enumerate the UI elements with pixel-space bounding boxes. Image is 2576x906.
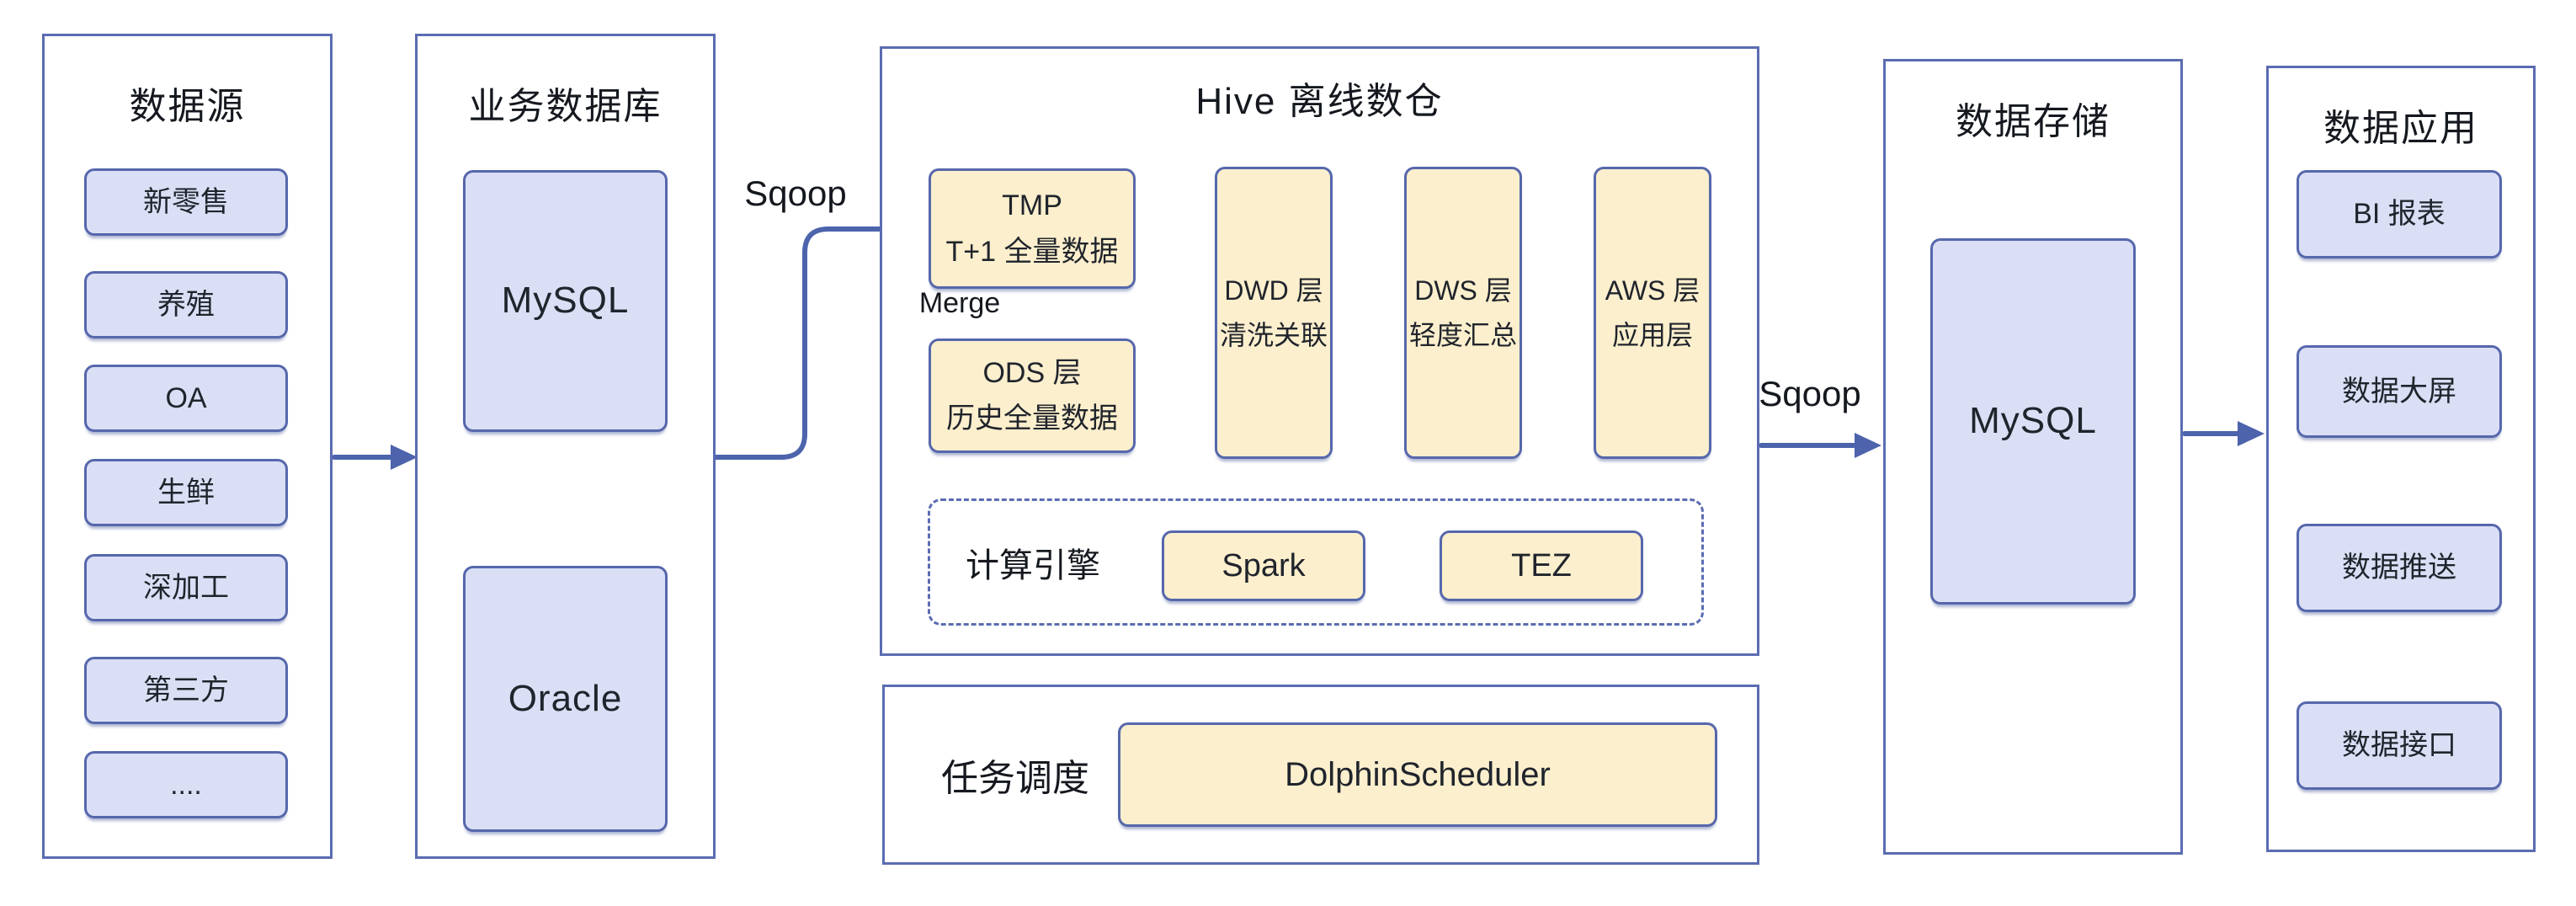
scheduler-label: 任务调度 xyxy=(941,758,1089,799)
apps-title: 数据应用 xyxy=(2323,108,2478,149)
hive-tmp-box: TMP T+1 全量数据 xyxy=(929,168,1136,289)
source-item-shenjiagong: 深加工 xyxy=(84,554,288,621)
data-sources-panel xyxy=(42,34,333,859)
business-db-mysql: MySQL xyxy=(463,170,668,432)
hive-ods-box: ODS 层 历史全量数据 xyxy=(929,338,1136,453)
sqoop-out-label: Sqoop xyxy=(1759,374,1861,413)
app-item-api: 数据接口 xyxy=(2297,701,2502,790)
hive-aws-box: AWS 层 应用层 xyxy=(1594,167,1711,459)
source-item-xinlingshou: 新零售 xyxy=(84,168,288,236)
arrow-businessdb-to-tmp xyxy=(713,226,903,460)
source-item-shengxian: 生鲜 xyxy=(84,459,288,526)
merge-label: Merge xyxy=(918,286,1001,319)
app-item-push: 数据推送 xyxy=(2297,524,2502,612)
hive-dws-box: DWS 层 轻度汇总 xyxy=(1404,167,1522,459)
business-db-title: 业务数据库 xyxy=(468,86,663,127)
storage-mysql-box: MySQL xyxy=(1930,238,2136,605)
storage-title: 数据存储 xyxy=(1956,101,2110,142)
engine-spark-box: Spark xyxy=(1162,530,1365,601)
source-item-disanfang: 第三方 xyxy=(84,657,288,724)
source-item-yangzhi: 养殖 xyxy=(84,271,288,338)
compute-engine-group xyxy=(928,498,1704,626)
business-db-oracle: Oracle xyxy=(463,566,668,832)
app-item-bi-report: BI 报表 xyxy=(2297,170,2502,258)
data-sources-title: 数据源 xyxy=(129,86,246,127)
compute-engine-label: 计算引擎 xyxy=(966,547,1100,584)
app-item-dashboard: 数据大屏 xyxy=(2297,345,2502,438)
source-item-oa: OA xyxy=(84,365,288,432)
hive-dwd-box: DWD 层 清洗关联 xyxy=(1215,167,1333,459)
hive-title: Hive 离线数仓 xyxy=(1195,81,1444,122)
scheduler-dolphin-box: DolphinScheduler xyxy=(1118,722,1717,827)
source-item-more: .... xyxy=(84,751,288,818)
sqoop-in-label: Sqoop xyxy=(744,173,847,213)
engine-tez-box: TEZ xyxy=(1440,530,1643,601)
